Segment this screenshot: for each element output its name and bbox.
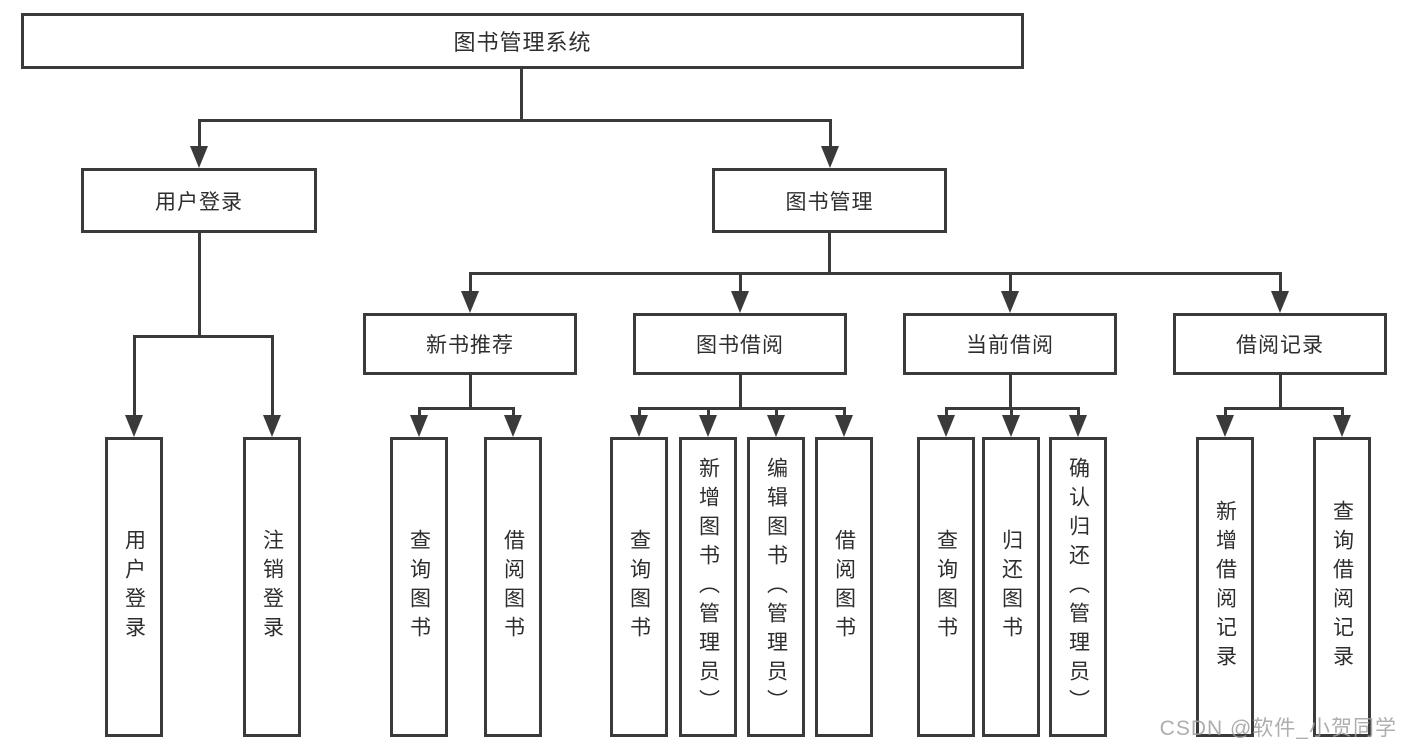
arrowhead-down-icon	[1002, 415, 1020, 437]
arrowhead-down-icon	[461, 291, 479, 313]
leaf-edit-books-admin: 编辑图书（管理员）	[747, 437, 805, 737]
arrowhead-down-icon	[410, 415, 428, 437]
leaf-add-borrow-record: 新增借阅记录	[1196, 437, 1254, 737]
connector-line	[1009, 375, 1012, 408]
node-label: 查询图书	[627, 529, 651, 645]
connector-line	[1224, 407, 1344, 410]
connector-line	[418, 407, 421, 417]
node-label: 新书推荐	[426, 334, 514, 357]
arrowhead-down-icon	[504, 415, 522, 437]
connector-line	[739, 272, 742, 292]
connector-line	[469, 272, 472, 292]
node-label: 用户登录	[122, 529, 146, 645]
node-book-management: 图书管理	[712, 168, 947, 233]
node-label: 当前借阅	[966, 334, 1054, 357]
connector-line	[198, 119, 831, 122]
connector-line	[1341, 407, 1344, 417]
node-label: 借阅记录	[1236, 334, 1324, 357]
connector-line	[843, 407, 846, 417]
node-label: 新增借阅记录	[1213, 500, 1237, 674]
leaf-borrow-books-recommend: 借阅图书	[484, 437, 542, 737]
connector-line	[512, 407, 515, 417]
connector-line	[271, 335, 274, 417]
arrowhead-down-icon	[263, 415, 281, 437]
connector-line	[198, 119, 201, 149]
node-label: 借阅图书	[501, 529, 525, 645]
connector-line	[1009, 272, 1012, 292]
arrowhead-down-icon	[1001, 291, 1019, 313]
connector-line	[520, 69, 523, 119]
leaf-logout: 注销登录	[243, 437, 301, 737]
leaf-return-books: 归还图书	[982, 437, 1040, 737]
leaf-query-books-recommend: 查询图书	[390, 437, 448, 737]
node-label: 新增图书（管理员）	[696, 456, 720, 718]
node-label: 图书借阅	[696, 334, 784, 357]
connector-line	[775, 407, 778, 417]
arrowhead-down-icon	[125, 415, 143, 437]
connector-line	[133, 335, 136, 417]
node-label: 注销登录	[260, 529, 284, 645]
node-label: 查询图书	[934, 529, 958, 645]
node-label: 图书管理	[785, 190, 874, 214]
node-label: 图书管理系统	[453, 30, 592, 55]
leaf-add-books-admin: 新增图书（管理员）	[679, 437, 737, 737]
connector-line	[739, 375, 742, 408]
connector-line	[418, 407, 515, 410]
node-label: 确认归还（管理员）	[1066, 456, 1090, 718]
arrowhead-down-icon	[937, 415, 955, 437]
arrowhead-down-icon	[1271, 291, 1289, 313]
connector-line	[1010, 407, 1013, 417]
node-new-book-recommend: 新书推荐	[363, 313, 577, 375]
arrowhead-down-icon	[821, 146, 839, 168]
node-book-borrowing: 图书借阅	[633, 313, 847, 375]
connector-line	[1279, 375, 1282, 408]
connector-line	[945, 407, 948, 417]
arrowhead-down-icon	[731, 291, 749, 313]
arrowhead-down-icon	[1333, 415, 1351, 437]
connector-line	[469, 375, 472, 408]
connector-line	[1224, 407, 1227, 417]
arrowhead-down-icon	[767, 415, 785, 437]
connector-line	[828, 233, 831, 273]
node-label: 用户登录	[155, 190, 243, 214]
node-current-borrowing: 当前借阅	[903, 313, 1117, 375]
connector-line	[707, 407, 710, 417]
connector-line	[638, 407, 846, 410]
leaf-query-borrow-record: 查询借阅记录	[1313, 437, 1371, 737]
connector-line	[829, 119, 832, 149]
connector-line	[133, 335, 274, 338]
node-label: 编辑图书（管理员）	[764, 456, 788, 718]
arrowhead-down-icon	[699, 415, 717, 437]
leaf-query-books-borrowing: 查询图书	[610, 437, 668, 737]
node-label: 查询借阅记录	[1330, 500, 1354, 674]
node-library-management-system: 图书管理系统	[21, 13, 1024, 69]
arrowhead-down-icon	[835, 415, 853, 437]
node-label: 查询图书	[407, 529, 431, 645]
leaf-user-login: 用户登录	[105, 437, 163, 737]
connector-line	[1077, 407, 1080, 417]
node-user-login: 用户登录	[81, 168, 317, 233]
leaf-query-books-current: 查询图书	[917, 437, 975, 737]
arrowhead-down-icon	[190, 146, 208, 168]
connector-line	[469, 272, 1281, 275]
arrowhead-down-icon	[630, 415, 648, 437]
connector-line	[638, 407, 641, 417]
node-borrowing-records: 借阅记录	[1173, 313, 1387, 375]
leaf-confirm-return-admin: 确认归还（管理员）	[1049, 437, 1107, 737]
arrowhead-down-icon	[1069, 415, 1087, 437]
node-label: 归还图书	[999, 529, 1023, 645]
arrowhead-down-icon	[1216, 415, 1234, 437]
leaf-borrow-books-borrowing: 借阅图书	[815, 437, 873, 737]
csdn-watermark: CSDN @软件_小贺同学	[1159, 717, 1397, 740]
connector-line	[1279, 272, 1282, 292]
connector-line	[198, 233, 201, 336]
node-label: 借阅图书	[832, 529, 856, 645]
